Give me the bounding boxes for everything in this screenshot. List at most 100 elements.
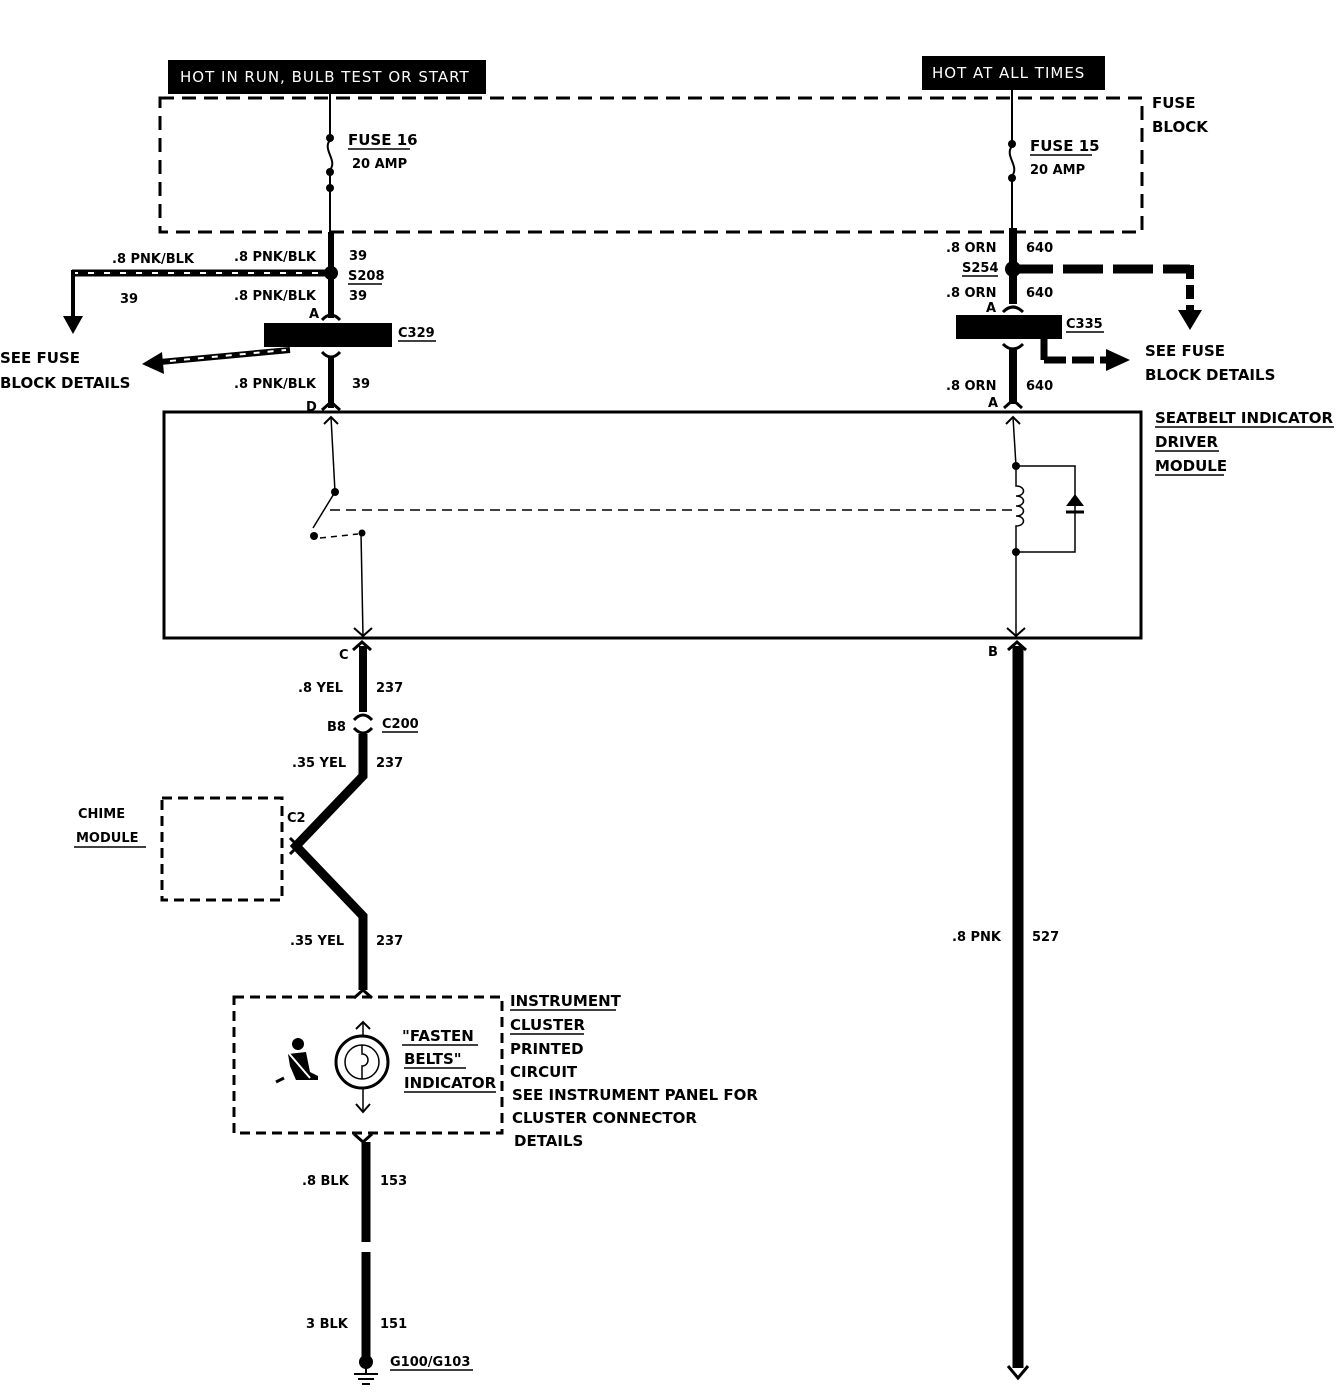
wire-151-gauge: 3 BLK xyxy=(306,1317,349,1332)
fuse15-element xyxy=(1008,145,1016,177)
module-pin-a-terminal xyxy=(1003,397,1023,410)
c329-male-bottom xyxy=(320,350,342,359)
module-label-1: SEATBELT INDICATOR xyxy=(1155,409,1334,427)
c200-pin-b8: B8 xyxy=(327,720,346,735)
c329-see-fuse-arrow-icon xyxy=(142,352,164,374)
wire-151-circuit: 151 xyxy=(380,1317,407,1332)
cluster-out-terminal xyxy=(353,1132,373,1145)
wire-640-gauge-mid: .8 ORN xyxy=(946,286,996,301)
wire-39-branch-circuit: 39 xyxy=(120,292,138,307)
wire-640-gauge-low: .8 ORN xyxy=(946,379,996,394)
fasten-belts-label-3: INDICATOR xyxy=(404,1074,497,1092)
wire-640-gauge-top: .8 ORN xyxy=(946,241,996,256)
see-fuse-right-1: SEE FUSE xyxy=(1145,342,1225,360)
c329-connector-body xyxy=(264,323,392,347)
fasten-belts-label-2: BELTS" xyxy=(404,1050,462,1068)
switch-output-terminal xyxy=(358,529,366,537)
splice-s208-label: S208 xyxy=(348,269,385,284)
fuse16-rating: 20 AMP xyxy=(352,157,407,172)
wire-237-gauge-1: .8 YEL xyxy=(298,681,343,696)
hot-run-box xyxy=(168,60,486,94)
switch-dash xyxy=(319,533,359,539)
wire-39-circuit-low: 39 xyxy=(352,377,370,392)
hot-all-box xyxy=(922,56,1105,90)
module-pin-b: B xyxy=(988,645,998,660)
fasten-belts-bulb-icon xyxy=(334,1034,390,1090)
switch-output xyxy=(360,532,364,637)
wire-39-circuit-top: 39 xyxy=(349,249,367,264)
wire-153-gauge: .8 BLK xyxy=(302,1174,350,1189)
wire-527-gauge: .8 PNK xyxy=(952,930,1002,945)
wire-237-circuit-3: 237 xyxy=(376,934,403,949)
c329-female-top xyxy=(320,313,342,322)
fuse-block-label-2: BLOCK xyxy=(1152,118,1209,136)
c335-see-fuse-arrow-icon xyxy=(1106,349,1130,371)
c335-female-top xyxy=(1001,305,1025,314)
c200-female xyxy=(352,713,374,722)
ground-label: G100/G103 xyxy=(390,1355,470,1370)
switch-blade xyxy=(312,491,336,529)
bulb-out-arrow xyxy=(355,1103,371,1114)
wire-527-end-icon xyxy=(1006,1365,1030,1381)
diode-loop xyxy=(1016,465,1076,553)
module-pin-d-terminal xyxy=(321,399,341,412)
wire-237-circuit-1: 237 xyxy=(376,681,403,696)
splice-s208-circuit: 39 xyxy=(349,289,367,304)
see-fuse-left-1: SEE FUSE xyxy=(0,349,80,367)
fuse-block-box xyxy=(158,96,1144,234)
wire-39-gauge-low: .8 PNK/BLK xyxy=(234,377,317,392)
c329-see-fuse-stripe xyxy=(169,349,287,362)
module-out-arrow-c xyxy=(353,627,373,638)
pin-c-terminal xyxy=(352,639,372,652)
c329-label: C329 xyxy=(398,326,435,341)
c335-pin-a: A xyxy=(986,301,996,316)
switch-contact-bottom xyxy=(310,532,318,540)
chime-label-1: CHIME xyxy=(78,807,125,822)
wire-640-circuit-top: 640 xyxy=(1026,241,1053,256)
wire-237-gauge-3: .35 YEL xyxy=(290,934,344,949)
c335-connector-body xyxy=(956,315,1062,339)
wire-237-circuit-2: 237 xyxy=(376,756,403,771)
diode-icon xyxy=(1066,494,1084,506)
seatbelt-person-icon xyxy=(275,1038,318,1084)
module-label-2: DRIVER xyxy=(1155,433,1218,451)
fuse16-terminal-top xyxy=(326,134,334,142)
ground-symbol-icon xyxy=(354,1366,378,1385)
wire-39-gauge-mid: .8 PNK/BLK xyxy=(234,289,317,304)
cluster-label-3: PRINTED xyxy=(510,1040,584,1058)
chime-pin-terminal xyxy=(288,836,301,856)
module-out-arrow-b xyxy=(1006,627,1026,638)
hot-run-label: HOT IN RUN, BULB TEST OR START xyxy=(180,68,470,86)
wire-527-circuit: 527 xyxy=(1032,930,1059,945)
chime-pin-c2: C2 xyxy=(287,811,306,826)
wire-39-gauge-top: .8 PNK/BLK xyxy=(234,250,317,265)
module-label-3: MODULE xyxy=(1155,457,1227,475)
fasten-belts-label-1: "FASTEN xyxy=(402,1027,474,1045)
chime-label-2: MODULE xyxy=(76,831,139,846)
c200-male xyxy=(352,726,374,735)
hot-all-label: HOT AT ALL TIMES xyxy=(932,64,1085,82)
coil-feed xyxy=(1012,416,1017,467)
c335-male-bottom xyxy=(1001,342,1025,351)
fuse15-rating: 20 AMP xyxy=(1030,163,1085,178)
module-pin-d: D xyxy=(306,400,317,415)
c329-pin-a: A xyxy=(309,307,319,322)
wire-237-zigzag xyxy=(289,734,368,990)
switch-feed xyxy=(330,416,336,493)
ground-point xyxy=(359,1355,373,1369)
cluster-label-7: DETAILS xyxy=(514,1132,583,1150)
wire-153-circuit: 153 xyxy=(380,1174,407,1189)
fuse15-terminal-top xyxy=(1008,140,1016,148)
c335-label: C335 xyxy=(1066,317,1103,332)
wire-237-gauge-2: .35 YEL xyxy=(292,756,346,771)
splice-s254-label: S254 xyxy=(962,261,999,276)
fuse-block-label-1: FUSE xyxy=(1152,94,1195,112)
c200-label: C200 xyxy=(382,717,419,732)
cluster-label-6: CLUSTER CONNECTOR xyxy=(512,1109,697,1127)
cluster-in-terminal xyxy=(353,987,373,1000)
seatbelt-module-box xyxy=(162,410,1143,640)
branch-arrow-down-icon xyxy=(63,316,83,334)
bulb-filament xyxy=(361,1045,369,1079)
relay-coil-icon xyxy=(1015,470,1025,552)
